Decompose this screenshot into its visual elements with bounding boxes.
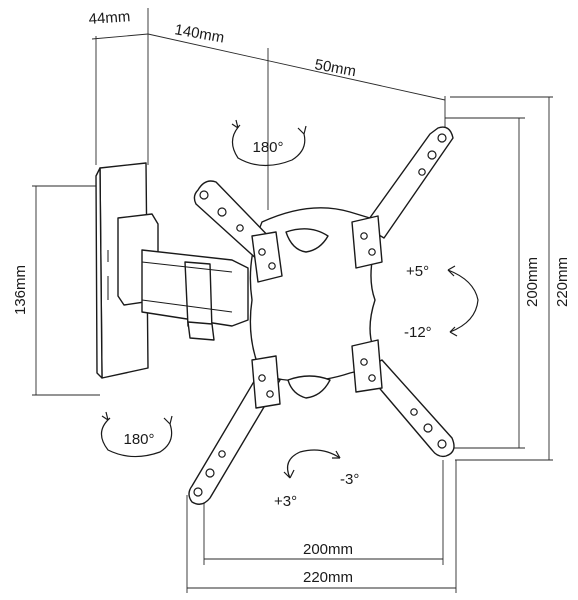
label-44mm: 44mm xyxy=(88,8,131,28)
label-swivel-bottom: 180° xyxy=(123,431,154,448)
label-200mm-vertical: 200mm xyxy=(524,257,541,307)
label-200mm-horizontal: 200mm xyxy=(303,541,353,558)
vesa-plate xyxy=(249,207,384,399)
labels: 44mm 140mm 50mm 136mm 200mm 220mm 200mm … xyxy=(12,8,571,586)
label-tilt-up: +5° xyxy=(406,263,429,280)
swing-arm xyxy=(117,213,249,341)
label-220mm-horizontal: 220mm xyxy=(303,569,353,586)
label-tilt-down: -12° xyxy=(404,324,432,341)
rotation-arrows xyxy=(100,119,479,479)
label-140mm: 140mm xyxy=(173,21,225,46)
label-swivel-top: 180° xyxy=(252,139,283,156)
label-136mm: 136mm xyxy=(12,265,29,315)
label-level-plus: +3° xyxy=(274,493,297,510)
label-220mm-vertical: 220mm xyxy=(554,257,571,307)
label-50mm: 50mm xyxy=(313,56,357,80)
vesa-arm-bottom-right xyxy=(363,359,455,458)
mounting-pads xyxy=(251,215,383,409)
label-level-minus: -3° xyxy=(340,471,359,488)
dimension-lines xyxy=(32,8,553,593)
